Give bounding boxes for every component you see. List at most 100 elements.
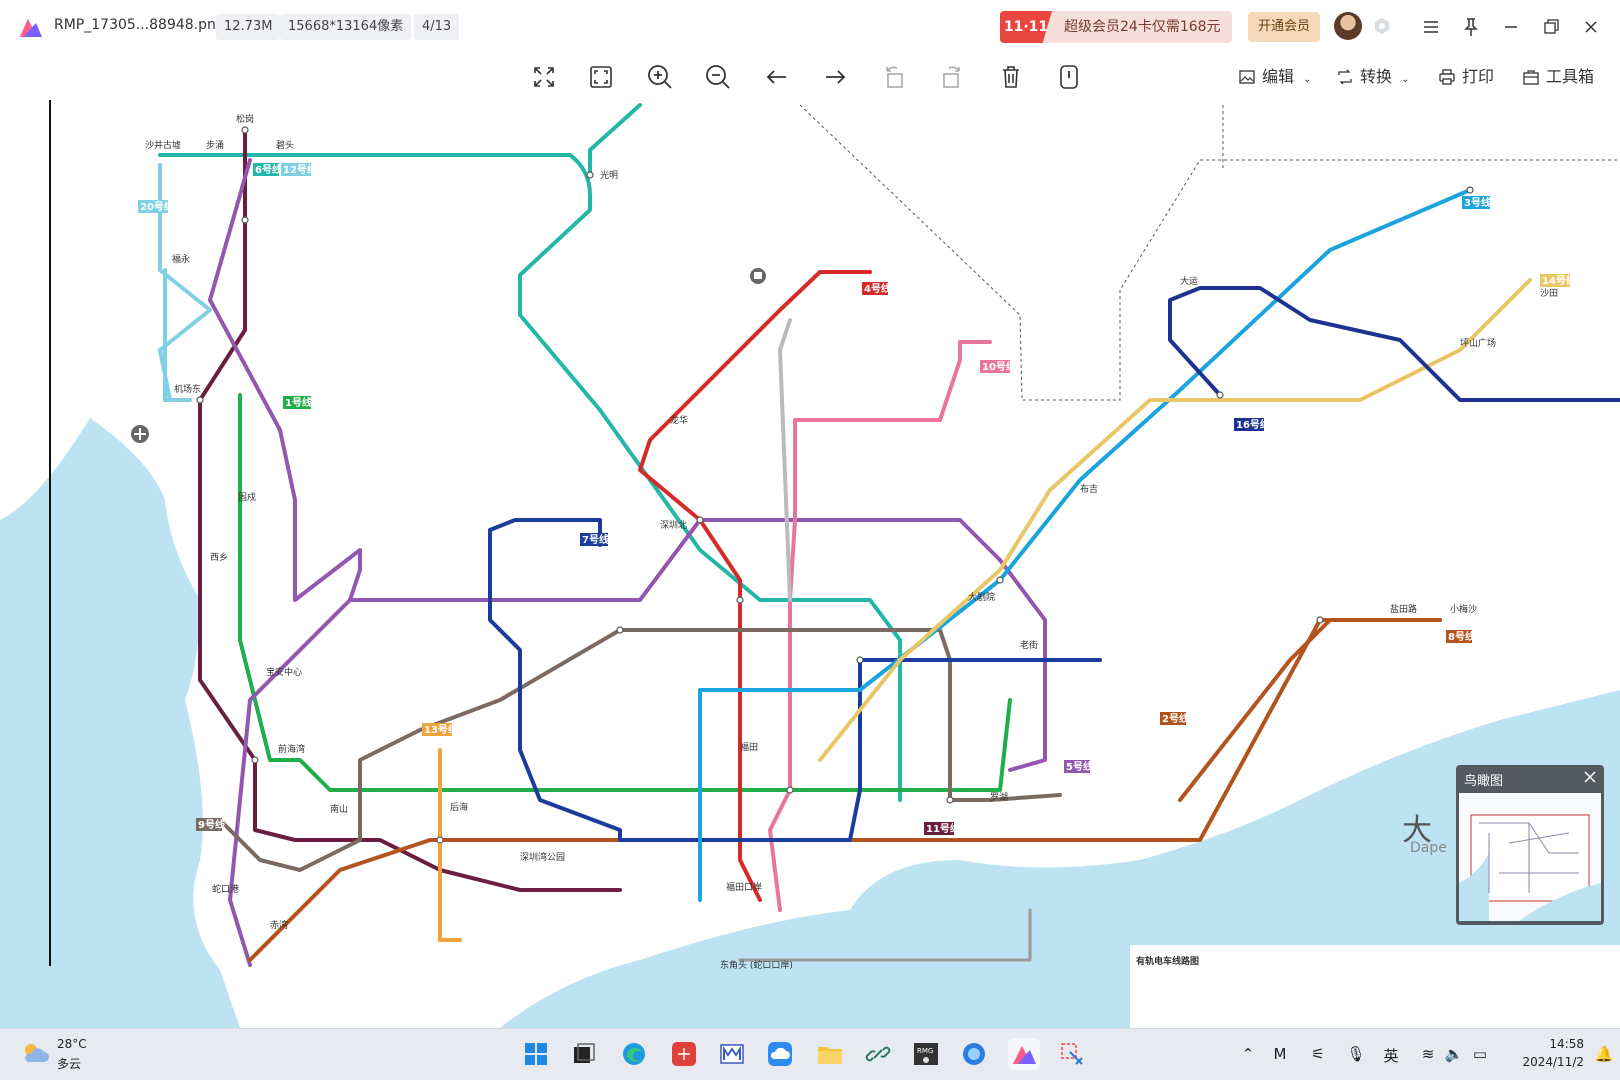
minimize-icon[interactable] xyxy=(1498,14,1524,40)
avatar[interactable] xyxy=(1334,12,1362,40)
birdseye-thumbnail[interactable] xyxy=(1459,793,1601,921)
mail-icon[interactable] xyxy=(716,1038,748,1070)
tray-app-icon[interactable]: Ⅿ xyxy=(1273,1045,1287,1063)
line-8 xyxy=(1178,618,1442,802)
rmg-icon[interactable]: RMG xyxy=(910,1038,942,1070)
birdseye-panel[interactable]: 鸟瞰图 xyxy=(1456,765,1604,925)
svg-text:RMG: RMG xyxy=(917,1047,933,1055)
cloudy-weather-icon[interactable] xyxy=(20,1040,50,1066)
browser-icon[interactable] xyxy=(958,1038,990,1070)
line-6-north xyxy=(588,103,642,177)
close-icon[interactable] xyxy=(1582,769,1598,785)
station-label: 罗湖 xyxy=(990,792,1008,803)
badge-14: 14号线 xyxy=(1542,274,1576,287)
badge-20: 20号线 xyxy=(140,200,174,213)
prev-icon[interactable] xyxy=(762,62,792,92)
fit-window-icon[interactable] xyxy=(586,62,616,92)
station-label: 龙华 xyxy=(670,414,688,426)
viewer-icon[interactable] xyxy=(1008,1038,1040,1070)
print-button[interactable]: 打印 xyxy=(1438,64,1494,90)
promo-badge: 11·11 xyxy=(1000,11,1052,43)
rotate-right-icon[interactable] xyxy=(937,62,967,92)
map-watermark: 大 xyxy=(1402,813,1432,848)
station-node xyxy=(436,836,444,844)
metro-map-image: 6号线 12号线 20号线 1号线 4号线 10号线 3号线 14号线 16号线… xyxy=(0,100,1620,1028)
chevron-up-icon[interactable]: ⌃ xyxy=(1241,1045,1255,1063)
ime-label[interactable]: 英 xyxy=(1383,1047,1399,1065)
convert-menu[interactable]: 转换 ⌄ xyxy=(1336,64,1410,90)
station-label: 松岗 xyxy=(236,113,254,125)
clock-date[interactable]: 2024/11/2 xyxy=(1522,1055,1584,1069)
snip-icon[interactable] xyxy=(1056,1038,1088,1070)
promo-banner[interactable]: 11·11 超级会员24卡仅需168元 xyxy=(1000,11,1232,43)
toolbar: 编辑 ⌄ 转换 ⌄ 打印 工具箱 xyxy=(0,54,1620,100)
zoom-in-icon[interactable] xyxy=(645,62,675,92)
station-label: 布吉 xyxy=(1080,483,1098,495)
boundary-dash xyxy=(799,104,1620,401)
airport-icon xyxy=(131,425,149,443)
line-16 xyxy=(1168,286,1620,402)
restore-icon[interactable] xyxy=(1538,14,1564,40)
volume-icon[interactable]: 🔈 xyxy=(1444,1045,1464,1063)
station-node xyxy=(786,786,794,794)
pin-icon[interactable] xyxy=(1458,14,1484,40)
badge-12: 12号线 xyxy=(283,163,317,176)
line-14 xyxy=(818,278,1532,762)
notification-bell-icon[interactable]: 🔔 xyxy=(1594,1045,1614,1063)
toolbox-button[interactable]: 工具箱 xyxy=(1522,64,1594,90)
explorer-icon[interactable] xyxy=(814,1038,846,1070)
station-node xyxy=(241,126,249,134)
wifi-icon[interactable]: ≋ xyxy=(1421,1045,1435,1063)
page-counter: 4/13 xyxy=(414,14,460,40)
open-vip-button[interactable]: 开通会员 xyxy=(1248,12,1320,42)
station-label: 步涌 xyxy=(206,140,224,151)
app-logo-icon xyxy=(20,19,42,37)
badge-8: 8号线 xyxy=(1448,630,1475,643)
file-name: RMP_17305...88948.png xyxy=(54,17,225,33)
delete-icon[interactable] xyxy=(996,62,1026,92)
station-label: 老街 xyxy=(1020,639,1038,651)
station-node xyxy=(1316,616,1324,624)
station-label: 大剧院 xyxy=(968,591,995,603)
image-canvas[interactable]: 6号线 12号线 20号线 1号线 4号线 10号线 3号线 14号线 16号线… xyxy=(0,100,1620,1028)
badge-11: 11号线 xyxy=(926,822,960,835)
clock-time[interactable]: 14:58 xyxy=(1549,1037,1584,1051)
edit-menu[interactable]: 编辑 ⌄ xyxy=(1238,64,1312,90)
menu-icon[interactable] xyxy=(1418,14,1444,40)
edge-icon[interactable] xyxy=(618,1038,650,1070)
battery-icon[interactable]: ▭ xyxy=(1472,1045,1488,1063)
station-label: 沙田 xyxy=(1540,288,1558,299)
badge-13: 13号线 xyxy=(424,723,458,736)
station-label: 西乡 xyxy=(210,552,228,563)
rotate-left-icon[interactable] xyxy=(879,62,909,92)
close-icon[interactable] xyxy=(1578,14,1604,40)
station-node xyxy=(856,656,864,664)
station-label: 盐田路 xyxy=(1390,603,1417,615)
cloud-icon[interactable] xyxy=(764,1038,796,1070)
tram-line xyxy=(738,908,1032,962)
next-icon[interactable] xyxy=(820,62,850,92)
info-icon[interactable] xyxy=(1054,62,1084,92)
water-bay xyxy=(500,690,1620,1028)
task-view-icon[interactable] xyxy=(568,1038,600,1070)
water-west xyxy=(0,418,240,1028)
map-watermark-sub: Dape xyxy=(1410,840,1447,856)
settings-hex-icon[interactable] xyxy=(1373,17,1391,35)
station-label: 小梅沙 xyxy=(1450,603,1477,615)
badge-7: 7号线 xyxy=(582,533,609,546)
station-label: 蛇口港 xyxy=(212,883,239,895)
station-node xyxy=(1466,186,1474,194)
microphone-icon[interactable]: 🎙 xyxy=(1346,1045,1366,1063)
image-dimensions: 15668*13164像素 xyxy=(280,14,412,40)
badge-5: 5号线 xyxy=(1066,760,1093,773)
badge-1: 1号线 xyxy=(285,396,312,409)
start-icon[interactable] xyxy=(520,1038,552,1070)
convert-icon xyxy=(1338,69,1352,85)
sliders-icon[interactable]: ⚟ xyxy=(1311,1045,1325,1063)
line-10 xyxy=(768,340,992,912)
zoom-out-icon[interactable] xyxy=(703,62,733,92)
fullscreen-icon[interactable] xyxy=(529,62,559,92)
huawei-icon[interactable] xyxy=(668,1038,700,1070)
link-icon[interactable] xyxy=(862,1038,894,1070)
station-label: 固戍 xyxy=(238,491,256,503)
